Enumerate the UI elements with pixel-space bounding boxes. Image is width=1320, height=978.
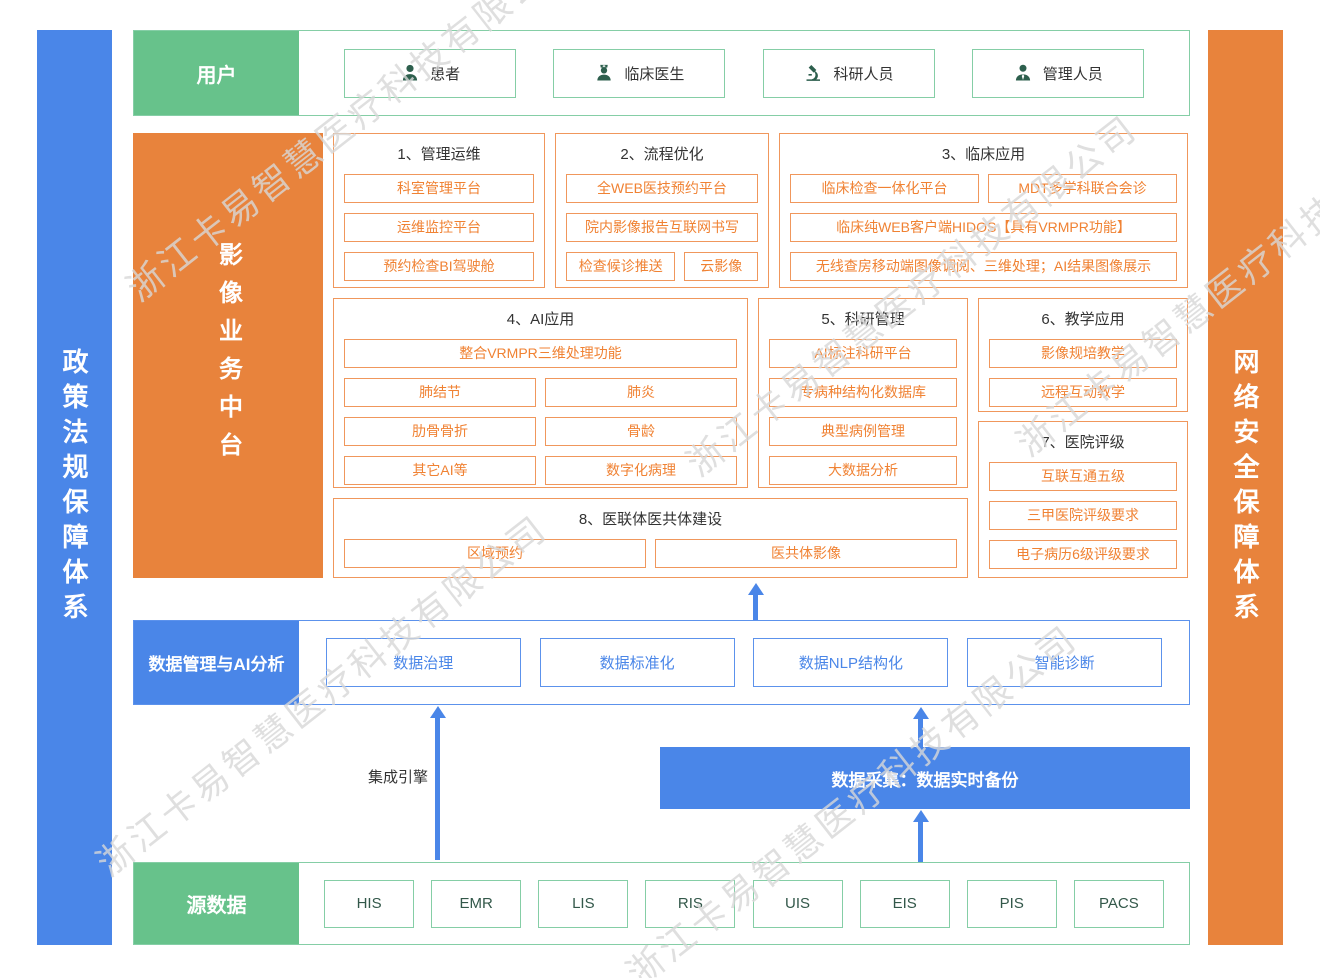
network-security-label: 网络安全保障体系	[1230, 347, 1260, 628]
arrow-source-to-collection	[912, 810, 929, 862]
section-item: 数字化病理	[545, 456, 737, 485]
section-item: 肋骨骨折	[344, 417, 536, 446]
source-system-ris: RIS	[645, 879, 736, 928]
section-item: 临床检查一体化平台	[790, 174, 979, 203]
section-item: 检查候诊推送	[566, 252, 676, 281]
source-system-pacs: PACS	[1073, 879, 1164, 928]
section-item: 医共体影像	[655, 539, 957, 568]
integration-engine-arrow	[429, 706, 446, 860]
section-item-row: 区域预约 医共体影像	[344, 539, 957, 568]
imaging-platform-label-block: 影像业务中台	[133, 133, 323, 578]
patient-icon	[400, 63, 420, 83]
section-item-row: 临床检查一体化平台 MDT多学科联合会诊	[790, 174, 1177, 203]
section-item: 三甲医院评级要求	[989, 501, 1177, 530]
section-item: 远程互动教学	[989, 378, 1177, 407]
source-system-uis: UIS	[752, 879, 843, 928]
section-research-management: 5、科研管理 AI标注科研平台 专病种结构化数据库 典型病例管理 大数据分析	[758, 298, 968, 488]
user-box-text: 临床医生	[624, 65, 685, 83]
user-box-text: 患者	[430, 65, 461, 83]
section-title: 1、管理运维	[397, 146, 481, 163]
policy-regulation-label: 政策法规保障体系	[59, 347, 89, 628]
section-item: 云影像	[684, 252, 758, 281]
data-management-label: 数据管理与AI分析	[134, 621, 299, 704]
section-hospital-rating: 7、医院评级 互联互通五级 三甲医院评级要求 电子病历6级评级要求	[978, 421, 1188, 578]
section-title: 4、AI应用	[506, 311, 575, 328]
data-management-content: 数据治理 数据标准化 数据NLP结构化 智能诊断	[299, 621, 1189, 704]
section-item: 典型病例管理	[769, 417, 957, 446]
user-box-text: 管理人员	[1042, 65, 1103, 83]
doctor-icon	[594, 63, 614, 83]
section-item: 互联互通五级	[989, 462, 1177, 491]
user-box-doctor: 临床医生	[553, 48, 726, 98]
section-item-row: 其它AI等 数字化病理	[344, 456, 737, 485]
user-row-content: 患者 临床医生 科研人员 管理人员	[299, 31, 1189, 115]
section-item: 肺结节	[344, 378, 536, 407]
section-item: 骨龄	[545, 417, 737, 446]
user-box-manager: 管理人员	[971, 48, 1144, 98]
section-item: 无线查房移动端图像调阅、三维处理；AI结果图像展示	[790, 252, 1177, 281]
imaging-platform-label: 影像业务中台	[214, 241, 242, 470]
section-item: 预约检查BI驾驶舱	[344, 252, 534, 281]
section-item: 大数据分析	[769, 456, 957, 485]
section-item-row: 检查候诊推送 云影像	[566, 252, 758, 281]
source-data-label: 源数据	[134, 863, 299, 944]
section-item: 院内影像报告互联网书写	[566, 213, 758, 242]
section-item-row: 肋骨骨折 骨龄	[344, 417, 737, 446]
user-row: 用户 患者 临床医生 科研人员	[133, 30, 1190, 116]
data-nlp-box: 数据NLP结构化	[753, 638, 949, 687]
user-box-patient: 患者	[344, 48, 517, 98]
integration-engine-label: 集成引擎	[367, 769, 428, 786]
user-row-label: 用户	[134, 31, 299, 115]
data-collection-box: 数据采集：数据实时备份	[660, 747, 1190, 809]
section-process-optimization: 2、流程优化 全WEB医技预约平台 院内影像报告互联网书写 检查候诊推送 云影像	[555, 133, 769, 288]
section-title: 7、医院评级	[1041, 434, 1125, 451]
data-standardization-box: 数据标准化	[539, 638, 735, 687]
user-box-researcher: 科研人员	[762, 48, 935, 98]
section-clinical-application: 3、临床应用 临床检查一体化平台 MDT多学科联合会诊 临床纯WEB客户端HID…	[779, 133, 1188, 288]
source-data-row: 源数据 HIS EMR LIS RIS UIS EIS PIS PACS	[133, 862, 1190, 945]
section-teaching-application: 6、教学应用 影像规培教学 远程互动教学	[978, 298, 1188, 412]
ai-diagnosis-box: 智能诊断	[967, 638, 1163, 687]
section-item: 整合VRMPR三维处理功能	[344, 339, 737, 368]
section-title: 6、教学应用	[1041, 311, 1125, 328]
section-item: 影像规培教学	[989, 339, 1177, 368]
network-security-bar: 网络安全保障体系	[1208, 30, 1283, 945]
data-management-row: 数据管理与AI分析 数据治理 数据标准化 数据NLP结构化 智能诊断	[133, 620, 1190, 705]
section-item: 其它AI等	[344, 456, 536, 485]
section-item: 肺炎	[545, 378, 737, 407]
source-system-eis: EIS	[859, 879, 950, 928]
section-title: 8、医联体医共体建设	[578, 511, 723, 528]
section-management-ops: 1、管理运维 科室管理平台 运维监控平台 预约检查BI驾驶舱	[333, 133, 545, 288]
microscope-icon	[804, 63, 824, 83]
section-item: 专病种结构化数据库	[769, 378, 957, 407]
section-item: 运维监控平台	[344, 213, 534, 242]
source-system-his: HIS	[324, 879, 415, 928]
section-title: 5、科研管理	[821, 311, 905, 328]
arrow-up-to-alliance	[747, 583, 764, 620]
section-item: 全WEB医技预约平台	[566, 174, 758, 203]
section-medical-alliance: 8、医联体医共体建设 区域预约 医共体影像	[333, 498, 968, 578]
section-item-row: 肺结节 肺炎	[344, 378, 737, 407]
section-item: MDT多学科联合会诊	[988, 174, 1177, 203]
section-item: 科室管理平台	[344, 174, 534, 203]
policy-regulation-bar: 政策法规保障体系	[37, 30, 112, 945]
user-box-text: 科研人员	[833, 65, 894, 83]
section-item: 电子病历6级评级要求	[989, 540, 1177, 569]
source-system-pis: PIS	[966, 879, 1057, 928]
section-title: 3、临床应用	[941, 146, 1026, 163]
section-item: AI标注科研平台	[769, 339, 957, 368]
section-ai-application: 4、AI应用 整合VRMPR三维处理功能 肺结节 肺炎 肋骨骨折 骨龄 其它AI…	[333, 298, 748, 488]
manager-icon	[1013, 63, 1033, 83]
source-system-emr: EMR	[431, 879, 522, 928]
source-system-lis: LIS	[538, 879, 629, 928]
data-governance-box: 数据治理	[325, 638, 521, 687]
section-title: 2、流程优化	[620, 146, 704, 163]
source-data-content: HIS EMR LIS RIS UIS EIS PIS PACS	[299, 863, 1189, 944]
arrow-collection-to-management	[912, 707, 929, 747]
section-item: 临床纯WEB客户端HIDOS【具有VRMPR功能】	[790, 213, 1177, 242]
section-item: 区域预约	[344, 539, 646, 568]
